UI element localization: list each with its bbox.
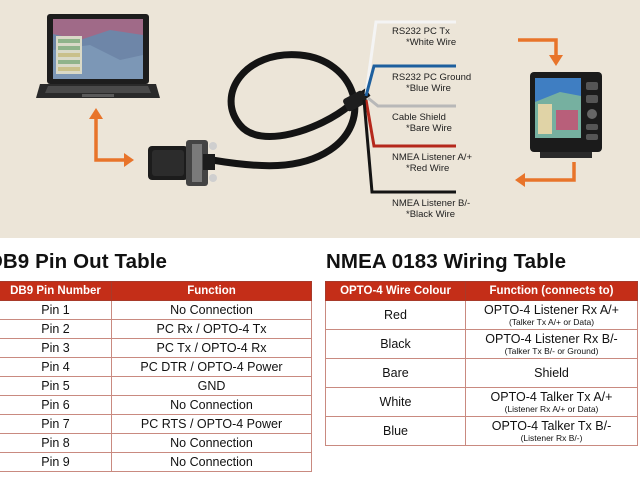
wire-label-title: RS232 PC Tx [392,26,450,37]
wire-label-title: Cable Shield [392,112,446,123]
table-row: Black OPTO-4 Listener Rx B/-(Talker Tx B… [325,329,638,359]
function-cell: GND [111,376,312,396]
chartplotter-icon [530,72,602,158]
function-cell: No Connection [111,452,312,472]
function-note: (Talker Tx A/+ or Data) [508,316,595,327]
wire-fan [362,20,456,194]
function-note: (Listener Rx B/-) [520,432,583,443]
nmea-wiring-table: OPTO-4 Wire Colour Function (connects to… [325,281,638,446]
pin-cell: Pin 5 [0,376,112,396]
db9-connector-icon [148,140,217,186]
wire-colour-cell: Black [325,329,466,359]
wire-label-colour: *Black Wire [406,209,456,220]
pin-cell: Pin 1 [0,300,112,320]
pin-cell: Pin 3 [0,338,112,358]
wire-label-colour: *Bare Wire [406,123,452,134]
function-cell: OPTO-4 Talker Tx A/+(Listener Rx A/+ or … [465,387,638,417]
wire-label-red: NMEA Listener A/+ *Red Wire [392,152,472,174]
function-cell: Shield [465,358,638,388]
wire-label-title: RS232 PC Ground [392,72,472,83]
function-cell: No Connection [111,433,312,453]
table-row: Red OPTO-4 Listener Rx A/+(Talker Tx A/+… [325,300,638,330]
wire-label-colour: *Blue Wire [406,83,451,94]
wire-label-black: NMEA Listener B/- *Black Wire [392,198,470,220]
table-row: Blue OPTO-4 Talker Tx B/-(Listener Rx B/… [325,416,638,446]
table-row: White OPTO-4 Talker Tx A/+(Listener Rx A… [325,387,638,417]
function-cell: PC RTS / OPTO-4 Power [111,414,312,434]
wire-label-title: NMEA Listener B/- [392,198,471,209]
table-header-row: DB9 Pin Number Function [0,281,312,301]
wire-label-title: NMEA Listener A/+ [392,152,472,163]
function-cell: PC DTR / OPTO-4 Power [111,357,312,377]
wire-label-bare: Cable Shield *Bare Wire [392,112,452,134]
cable-icon [208,51,371,170]
column-header-function: Function (connects to) [465,281,638,301]
pin-cell: Pin 6 [0,395,112,415]
function-cell: OPTO-4 Listener Rx B/-(Talker Tx B/- or … [465,329,638,359]
column-header-wire-colour: OPTO-4 Wire Colour [325,281,466,301]
function-text: Shield [534,365,569,380]
pin-cell: Pin 4 [0,357,112,377]
function-cell: No Connection [111,300,312,320]
function-text: OPTO-4 Talker Tx A/+ [490,389,613,404]
wire-colour-cell: White [325,387,466,417]
table-header-row: OPTO-4 Wire Colour Function (connects to… [325,281,638,301]
function-note: (Listener Rx A/+ or Data) [504,403,599,414]
wire-colour-cell: Blue [325,416,466,446]
wire-label-colour: *Red Wire [406,163,450,174]
wire-colour-cell: Bare [325,358,466,388]
function-cell: PC Rx / OPTO-4 Tx [111,319,312,339]
wiring-diagram [36,14,602,194]
function-text: OPTO-4 Listener Rx A/+ [484,302,619,317]
pin-cell: Pin 7 [0,414,112,434]
nmea-table-title: NMEA 0183 Wiring Table [326,250,567,273]
wire-label-colour: *White Wire [406,37,457,48]
column-header-function: Function [111,281,312,301]
function-note: (Talker Tx B/- or Ground) [504,345,599,356]
table-row: Bare Shield [325,358,638,388]
wire-label-white: RS232 PC Tx *White Wire [392,26,456,48]
function-cell: OPTO-4 Talker Tx B/-(Listener Rx B/-) [465,416,638,446]
function-text: OPTO-4 Listener Rx B/- [485,331,618,346]
arrow-icon [89,108,134,167]
function-text: OPTO-4 Talker Tx B/- [491,418,612,433]
wire-colour-cell: Red [325,300,466,330]
laptop-icon [36,14,160,98]
arrow-icon [515,38,576,187]
function-cell: OPTO-4 Listener Rx A/+(Talker Tx A/+ or … [465,300,638,330]
pin-cell: Pin 9 [0,452,112,472]
function-cell: No Connection [111,395,312,415]
function-cell: PC Tx / OPTO-4 Rx [111,338,312,358]
pin-cell: Pin 2 [0,319,112,339]
column-header-pin: DB9 Pin Number [0,281,112,301]
pin-cell: Pin 8 [0,433,112,453]
db9-table-title: DB9 Pin Out Table [0,250,168,273]
wire-label-blue: RS232 PC Ground *Blue Wire [392,72,471,94]
